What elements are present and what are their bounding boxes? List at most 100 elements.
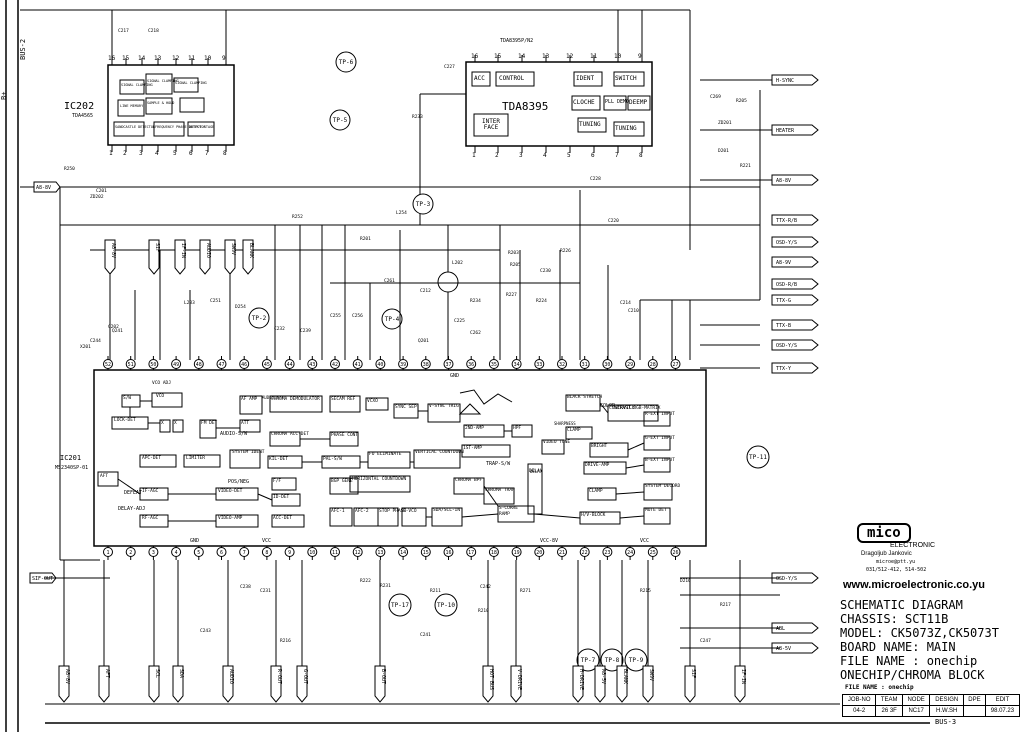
ic201-text-vcc-1: VCC — [262, 538, 272, 544]
tb-h0: JOB-NO — [841, 694, 877, 706]
top-net-flag — [174, 239, 186, 275]
ic201-pin-bottom-number: 6 — [220, 550, 223, 556]
ic201-pin-top-number: 48 — [196, 362, 202, 368]
connector-arrow — [771, 294, 819, 306]
tda-block-control: CONTROL — [499, 75, 525, 82]
top-net-flag — [224, 239, 236, 275]
bottom-net-flag — [98, 665, 110, 703]
ic201-pin-top-number: 27 — [672, 362, 678, 368]
ic201-pin-top-marker — [398, 359, 409, 369]
bottom-net-flag — [374, 665, 386, 703]
component-ref: L202 — [452, 261, 463, 266]
tb-h3: DESIGN — [929, 694, 965, 706]
ic201-pin-top-number: 49 — [173, 362, 179, 368]
component-ref: C214 — [620, 301, 631, 306]
tda-block-tuning-2: TUNING — [615, 125, 637, 132]
ic201-block-label: LIMITER — [186, 456, 205, 461]
tb-h5: EDIT — [984, 694, 1021, 706]
top-net-label: AUDIO — [205, 243, 211, 258]
tp10-label: TP-10 — [437, 602, 455, 609]
ic201-pin-top-marker — [125, 359, 136, 369]
ic201-pin-bottom-marker — [193, 547, 204, 557]
component-ref: R234 — [470, 299, 481, 304]
component-ref: ZD201 — [718, 121, 732, 126]
ic201-block-label: V-SYNC TRIG — [429, 404, 459, 409]
tp5-label: TP-5 — [333, 117, 348, 124]
bottom-net-flag — [616, 665, 628, 703]
ic201-pin-bottom-number: 2 — [129, 550, 132, 556]
connector-arrow — [771, 278, 819, 290]
ic201-pin-bottom-marker — [625, 547, 636, 557]
ic201-block-label: SYSTEM IDENT — [232, 450, 265, 455]
component-ref: C202 — [108, 325, 119, 330]
ic201-block-label: AFC-1 — [331, 509, 345, 514]
ic201-pin-top-marker — [171, 359, 182, 369]
component-ref: C228 — [590, 177, 601, 182]
ic201-pin-top-marker — [261, 359, 272, 369]
tp3-label: TP-3 — [416, 201, 431, 208]
component-ref: C241 — [420, 633, 431, 638]
connector-arrow — [771, 339, 819, 351]
ic201-pin-bottom-number: 9 — [288, 550, 291, 556]
tda8395-pin-top: 10 — [614, 53, 622, 60]
ic201-pin-top-number: 38 — [423, 362, 429, 368]
ic201-pin-bottom-marker — [103, 547, 113, 557]
ic202-pin-bottom: 4 — [155, 150, 159, 157]
ic201-pin-bottom-marker — [670, 547, 681, 557]
connector-arrow — [771, 572, 819, 584]
connector-label: HEATER — [776, 128, 795, 134]
component-ref: ZD202 — [90, 195, 104, 200]
ic201-pin-top-number: 30 — [604, 362, 610, 368]
ic201-block-label: LOCK-DET — [114, 418, 136, 423]
bottom-net-label: BLANK — [622, 669, 628, 684]
bottom-net-label: H-DRIVE — [578, 669, 584, 690]
bottom-net-label: IF-IN — [740, 669, 746, 684]
connector-label: TTX-G — [776, 298, 791, 304]
left-connector-label: A8-8V — [36, 185, 51, 191]
author-name: Dragoljub Jankovic — [861, 551, 912, 557]
tda-block-cloche: CLOCHE — [573, 99, 595, 106]
ic201-pin-bottom-number: 5 — [197, 550, 200, 556]
ic201-block-label: R-EXT INPUT — [645, 412, 675, 417]
component-ref: C201 — [96, 189, 107, 194]
ic201-pin-top-number: 52 — [105, 362, 111, 368]
bottom-net-flag — [58, 665, 70, 703]
tb-v4 — [963, 705, 986, 717]
ic201-block-label: SECAM REF — [331, 397, 356, 402]
ic201-pin-bottom-marker — [171, 547, 182, 557]
ic201-block-label: AFT — [100, 474, 109, 479]
ic201-pin-top-marker — [420, 359, 431, 369]
ic202-pin-bottom: 8 — [223, 150, 227, 157]
ic201-block-label: PHASE CONT — [331, 433, 359, 438]
component-ref: C217 — [118, 29, 129, 34]
tp4-label: TP-4 — [385, 316, 400, 323]
ic201-pin-top-number: 35 — [491, 362, 497, 368]
bus3-label: BUS-3 — [935, 718, 957, 726]
ic201-block-label: ID-DET — [273, 495, 290, 500]
ic201-block-label: SYSTEM DECORD — [645, 484, 681, 489]
component-ref: C269 — [710, 95, 721, 100]
bottom-net-label: AUDIO — [228, 669, 234, 684]
component-ref: C232 — [274, 327, 285, 332]
ic201-text-audio-att: AUDIO ATT — [262, 395, 284, 400]
tb-v3: H.W.SH — [929, 705, 965, 717]
ic202-pin-top: 9 — [222, 55, 226, 62]
ic201-pin-top-marker — [466, 359, 477, 369]
ic201-block-label: RF-AGC — [142, 516, 159, 521]
ic202-block-6: OUTPUT STAGE — [189, 125, 215, 129]
ic201-pin-top-marker — [647, 359, 658, 369]
tda-block-tuning-1: TUNING — [579, 121, 601, 128]
ic201-pin-top-number: 43 — [309, 362, 315, 368]
ic201-block-label: FM DET — [201, 421, 218, 426]
bplus-label: B+ — [0, 91, 8, 100]
ic201-body — [93, 369, 707, 547]
ic202-pin-bottom: 1 — [109, 150, 113, 157]
component-ref: C212 — [420, 289, 431, 294]
ic201-block-label: VIDEO TONE — [543, 440, 571, 445]
ic201-text-defeat: DEFEAT — [124, 490, 143, 496]
ic201-block-label: X — [161, 421, 164, 426]
connector-arrow — [771, 362, 819, 374]
bus2-label: BUS-2 — [19, 38, 27, 60]
component-ref: L254 — [396, 211, 407, 216]
ic201-part: M52340SP-01 — [55, 465, 89, 471]
